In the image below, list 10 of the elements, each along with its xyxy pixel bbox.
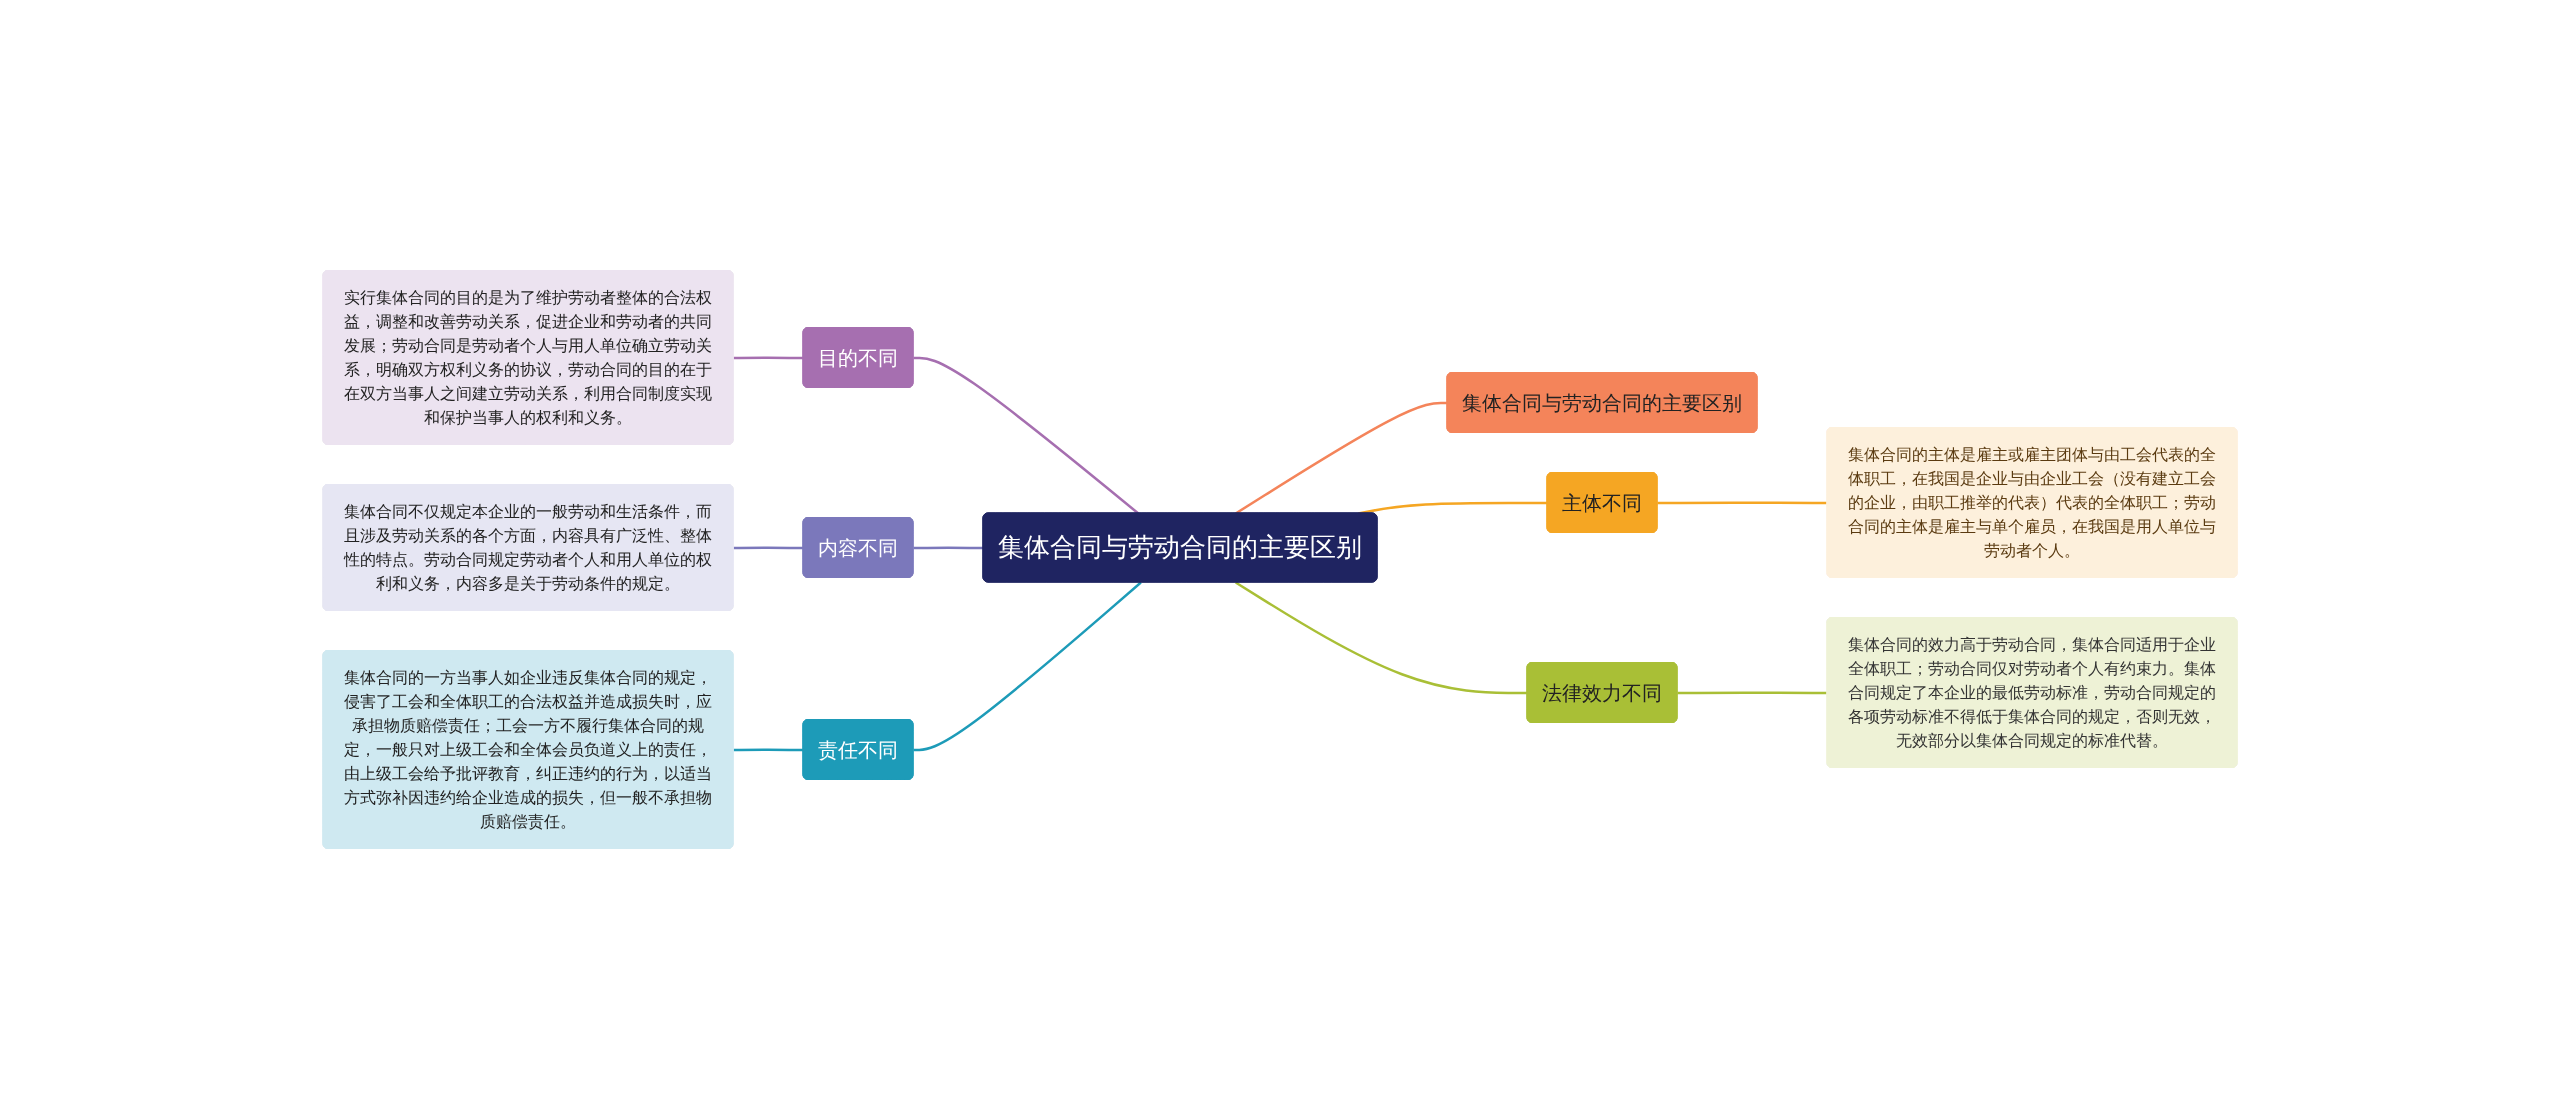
connector <box>1235 401 1448 515</box>
connector <box>1657 501 1828 505</box>
connector <box>1235 581 1528 695</box>
connector <box>913 356 1140 515</box>
connector <box>733 546 804 550</box>
connector <box>913 581 1142 752</box>
connector <box>913 546 984 550</box>
connector <box>733 748 804 752</box>
connector <box>733 356 804 360</box>
connector <box>1677 691 1828 695</box>
